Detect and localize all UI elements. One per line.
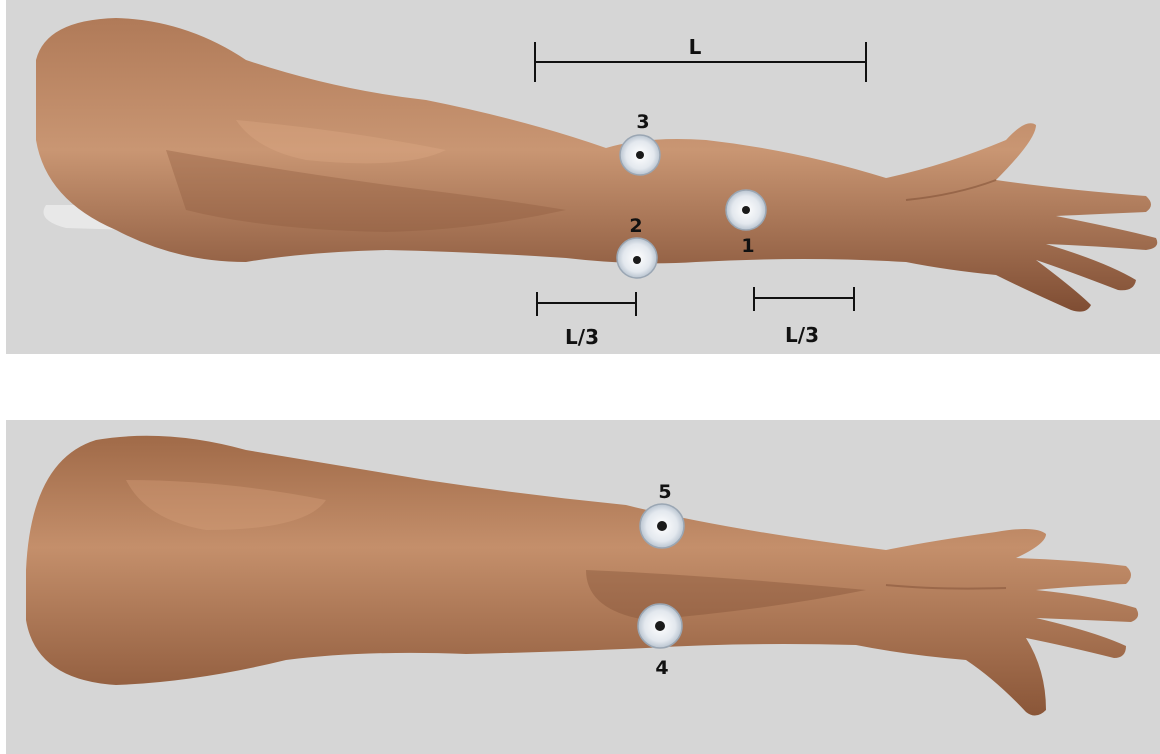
measure-third-right	[754, 287, 854, 311]
electrode-label-3: 3	[636, 111, 649, 133]
electrode-label-4: 4	[655, 657, 668, 679]
electrode-pad-4	[638, 604, 682, 648]
measure-third-left	[537, 292, 636, 316]
electrode-label-2: 2	[629, 215, 642, 237]
measure-third-right-label: L/3	[785, 323, 819, 347]
measure-third-left-label: L/3	[565, 325, 599, 349]
electrode-pad-2	[617, 238, 657, 278]
electrode-pad-5	[640, 504, 684, 548]
dorsal-view-panel: 5 4	[6, 420, 1160, 754]
arm-shape	[26, 436, 1138, 716]
electrode-label-1: 1	[741, 235, 754, 257]
palmar-arm-illustration: L L/3 L/3 3 2 1	[6, 0, 1160, 354]
electrode-pad-3	[620, 135, 660, 175]
palmar-view-panel: L L/3 L/3 3 2 1	[6, 0, 1160, 354]
measure-full-label: L	[689, 35, 702, 59]
electrode-label-5: 5	[658, 481, 671, 503]
electrode-pad-1	[726, 190, 766, 230]
dorsal-arm-illustration: 5 4	[6, 420, 1160, 754]
